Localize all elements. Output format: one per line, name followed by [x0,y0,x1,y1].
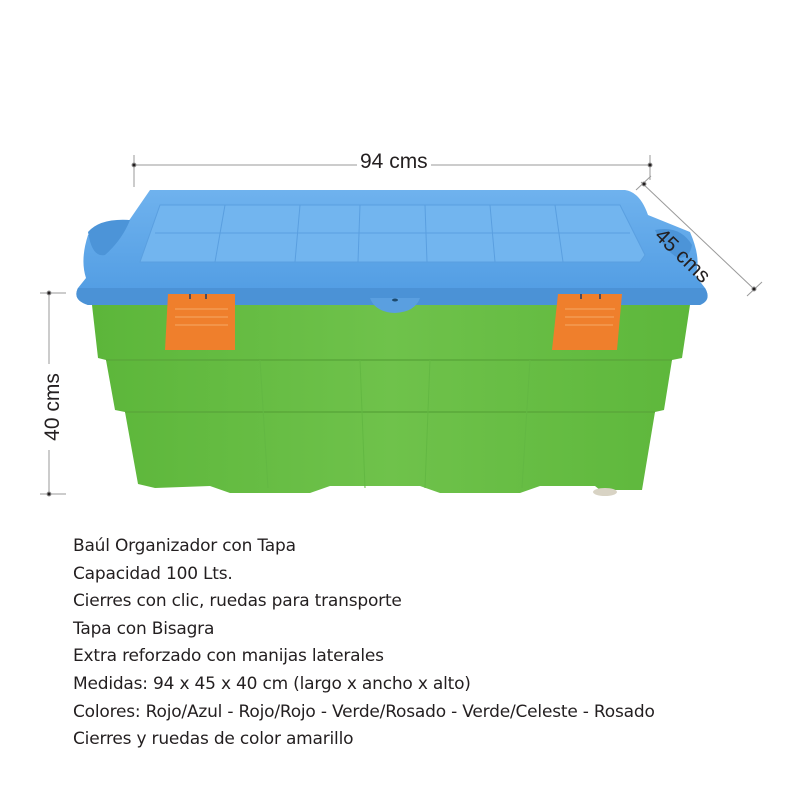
latch-right-icon [552,294,622,350]
trunk-body [92,305,690,496]
spec-item-measurements: Medidas: 94 x 45 x 40 cm (largo x ancho … [73,673,471,694]
spec-item-latches-wheels: Cierres con clic, ruedas para transporte [73,591,402,612]
spec-list: Baúl Organizador con Tapa Capacidad 100 … [73,533,655,754]
width-dimension-label: 94 cms [357,150,431,174]
spec-item-title: Baúl Organizador con Tapa [73,536,296,556]
spec-item-colors: Colores: Rojo/Azul - Rojo/Rojo - Verde/R… [73,701,655,722]
spec-item-reinforced: Extra reforzado con manijas laterales [73,646,384,667]
spec-item-capacity: Capacidad 100 Lts. [73,563,233,584]
latch-left-icon [165,294,235,350]
spec-item-latch-color: Cierres y ruedas de color amarillo [73,729,354,750]
height-dimension-label: 40 cms [41,364,65,450]
trunk-lid [76,190,708,313]
spec-item-hinge: Tapa con Bisagra [73,618,215,639]
